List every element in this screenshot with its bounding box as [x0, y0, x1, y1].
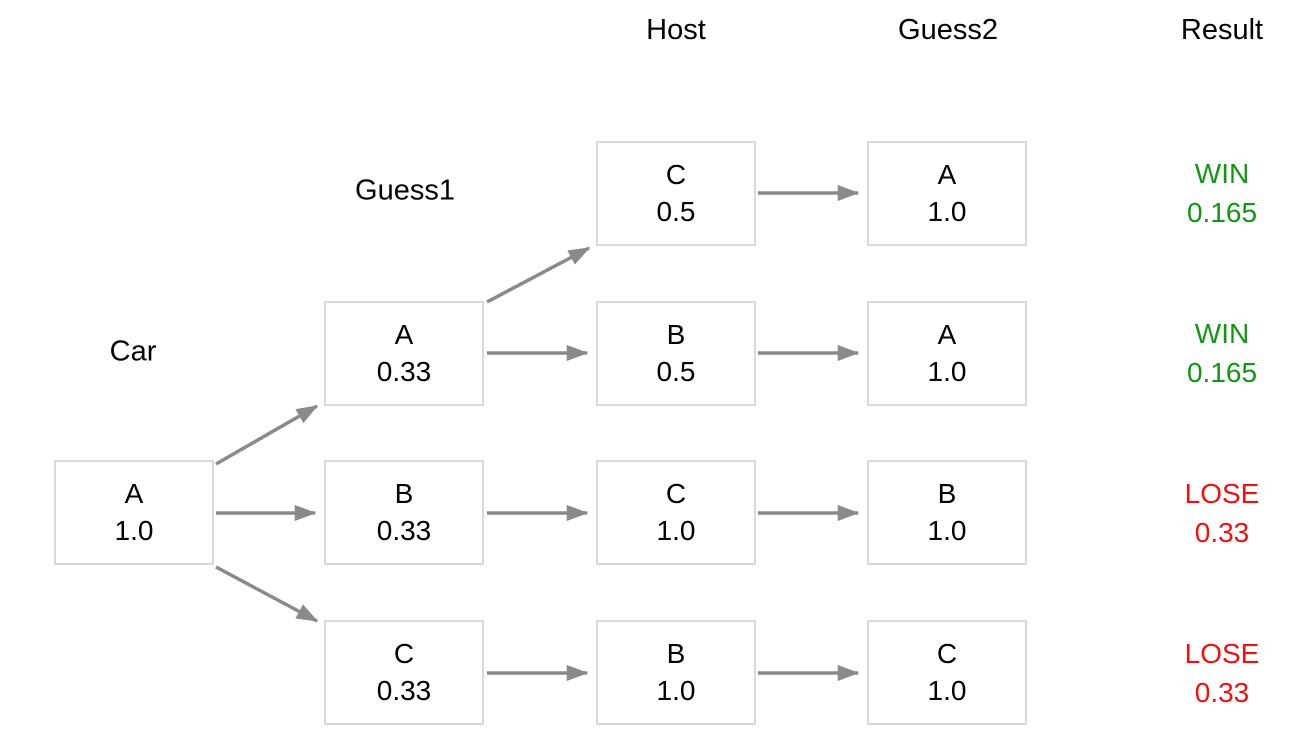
- result-outcome: LOSE: [1184, 637, 1260, 669]
- edge-car-to-guess1-c: [215, 565, 319, 623]
- node-probability: 1.0: [114, 514, 154, 546]
- node-label: C: [665, 477, 687, 509]
- node-label: A: [124, 477, 144, 509]
- node-host-row4: B 1.0: [596, 620, 756, 725]
- node-guess2-row2: A 1.0: [867, 301, 1027, 406]
- result-probability: 0.33: [1194, 677, 1250, 708]
- result-row2: WIN 0.165: [1187, 314, 1257, 392]
- node-host-row3: C 1.0: [596, 460, 756, 565]
- result-outcome: LOSE: [1184, 477, 1260, 509]
- node-label: C: [936, 637, 958, 669]
- node-label: B: [394, 477, 414, 509]
- node-label: A: [937, 158, 957, 190]
- edge-guess1a-to-host-c: [486, 246, 591, 304]
- result-probability: 0.33: [1194, 517, 1250, 548]
- node-guess1-a: A 0.33: [324, 301, 484, 406]
- column-header-result: Result: [1180, 14, 1264, 46]
- node-label: B: [666, 318, 686, 350]
- node-guess1-b: B 0.33: [324, 460, 484, 565]
- result-probability: 0.165: [1186, 197, 1258, 228]
- node-probability: 0.5: [656, 355, 696, 387]
- result-row1: WIN 0.165: [1187, 154, 1257, 232]
- node-label: C: [665, 158, 687, 190]
- column-header-guess2: Guess2: [898, 14, 998, 46]
- node-probability: 0.33: [376, 514, 432, 546]
- node-probability: 0.33: [376, 355, 432, 387]
- node-probability: 1.0: [927, 514, 967, 546]
- node-guess1-c: C 0.33: [324, 620, 484, 725]
- stage-label-car: Car: [109, 335, 157, 368]
- node-guess2-row3: B 1.0: [867, 460, 1027, 565]
- result-row4: LOSE 0.33: [1185, 634, 1260, 712]
- node-label: B: [937, 477, 957, 509]
- edge-car-to-guess1-a: [215, 404, 319, 466]
- result-outcome: WIN: [1194, 157, 1250, 189]
- node-host-row1: C 0.5: [596, 141, 756, 246]
- node-label: C: [393, 637, 415, 669]
- node-label: A: [937, 318, 957, 350]
- node-guess2-row1: A 1.0: [867, 141, 1027, 246]
- stage-label-guess1: Guess1: [355, 174, 455, 207]
- column-header-host: Host: [646, 14, 706, 46]
- result-probability: 0.165: [1186, 357, 1258, 388]
- node-guess2-row4: C 1.0: [867, 620, 1027, 725]
- node-probability: 1.0: [927, 355, 967, 387]
- node-car-a: A 1.0: [54, 460, 214, 565]
- node-probability: 0.33: [376, 674, 432, 706]
- node-label: A: [394, 318, 414, 350]
- result-outcome: WIN: [1194, 317, 1250, 349]
- node-label: B: [666, 637, 686, 669]
- node-host-row2: B 0.5: [596, 301, 756, 406]
- result-row3: LOSE 0.33: [1185, 474, 1260, 552]
- node-probability: 1.0: [927, 195, 967, 227]
- node-probability: 1.0: [656, 514, 696, 546]
- node-probability: 0.5: [656, 195, 696, 227]
- node-probability: 1.0: [927, 674, 967, 706]
- node-probability: 1.0: [656, 674, 696, 706]
